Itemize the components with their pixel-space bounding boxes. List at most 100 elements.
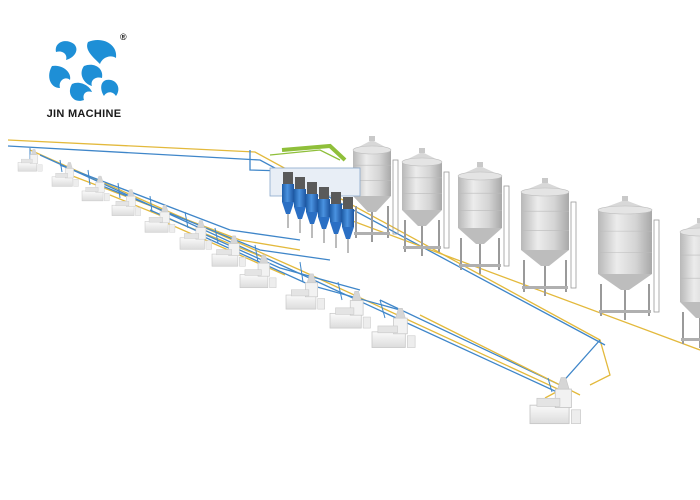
silo-ladder [653, 219, 660, 313]
silo-vent [419, 148, 425, 153]
silo-cone [402, 210, 442, 226]
silo [597, 196, 660, 320]
silo-vent [622, 196, 628, 201]
machine-hopper-cone [395, 308, 406, 319]
silo-rim [401, 157, 443, 167]
silo-cone [598, 274, 652, 290]
pipe-line [269, 149, 341, 161]
machine-side-unit [362, 316, 371, 329]
machine-side-unit [104, 193, 110, 202]
machine-barrel [536, 397, 561, 407]
processing-machine-row [17, 149, 581, 425]
silo [457, 162, 510, 274]
silo-body [598, 210, 652, 274]
machine-side-unit [37, 164, 43, 172]
machine-side-unit [73, 179, 79, 187]
pipe-line [419, 314, 581, 396]
vacuum-hopper [318, 187, 330, 243]
pipe-drop [184, 211, 189, 229]
machine-hopper-cone [127, 189, 135, 197]
machine-hopper-cone [30, 149, 37, 155]
silo [401, 148, 450, 256]
silo-rim [597, 205, 653, 215]
silo-body [458, 176, 502, 228]
silo-body [521, 192, 569, 250]
silo-base-frame [681, 338, 700, 341]
machine-base [529, 404, 570, 425]
pipe-drop [149, 195, 153, 213]
silo-body [402, 162, 442, 210]
machine-barrel [55, 173, 68, 178]
hopper-motor [283, 172, 293, 184]
hopper-cone [294, 207, 306, 219]
pipe-line [7, 145, 606, 346]
pipe-drop [214, 227, 219, 244]
silo-base-frame [403, 246, 441, 249]
silo-base-frame [522, 286, 568, 289]
pipe-line [59, 164, 301, 241]
green-duct [281, 143, 347, 162]
brand-name: JIN MACHINE [46, 108, 122, 120]
pipe-drop [379, 299, 386, 319]
processing-machine [239, 254, 277, 289]
silo-ladder [570, 201, 577, 289]
machine-base [211, 253, 239, 267]
jin-machine-logo-icon [49, 39, 119, 101]
vacuum-hopper [282, 172, 294, 228]
machine-side-unit [571, 409, 581, 424]
silo-ladder [443, 171, 450, 249]
processing-machine [179, 220, 212, 250]
hopper-body [306, 194, 318, 212]
processing-machine [17, 149, 43, 172]
processing-machine [144, 204, 176, 233]
machine-barrel [184, 233, 199, 239]
silo-cone [680, 302, 700, 318]
machine-hopper-cone [306, 273, 317, 283]
machine-side-unit [169, 223, 176, 233]
pipe-drop [59, 159, 63, 173]
machine-hopper-cone [161, 204, 169, 213]
machine-side-unit [205, 240, 212, 250]
processing-machine [51, 162, 79, 187]
silo-group [352, 136, 700, 348]
hopper-motor [331, 192, 341, 204]
silo-rim [352, 145, 392, 155]
silo-base-frame [599, 310, 651, 313]
brand-logo: ® JIN MACHINE [36, 32, 132, 128]
hopper-body [342, 209, 354, 227]
vacuum-hopper-station [269, 143, 361, 253]
hopper-body [282, 184, 294, 202]
silo [520, 178, 577, 296]
silo-ladder [503, 185, 510, 267]
silo-vent [369, 136, 375, 141]
machine-barrel [115, 201, 130, 207]
pipe-drop [254, 244, 259, 263]
silo [679, 218, 700, 348]
silo-cone [458, 228, 502, 244]
silo-vent [697, 218, 700, 223]
machine-hopper-cone [259, 254, 269, 264]
machine-side-unit [239, 256, 246, 267]
hopper-motor [319, 187, 329, 199]
processing-machine [529, 377, 581, 425]
hopper-motor [295, 177, 305, 189]
pipe-drop [337, 281, 343, 301]
hopper-body [330, 204, 342, 222]
silo-rim [457, 171, 503, 181]
hopper-body [294, 189, 306, 207]
machine-base [81, 190, 104, 202]
pipe-line [149, 209, 361, 291]
pipe-line [99, 184, 331, 261]
machine-barrel [377, 325, 398, 334]
machine-base [51, 176, 73, 187]
silo-rim [520, 187, 570, 197]
silo-body [680, 232, 700, 302]
machine-barrel [85, 187, 99, 192]
pipe-drop [87, 169, 91, 186]
machine-barrel [21, 158, 33, 164]
vacuum-hopper [294, 177, 306, 233]
hopper-cone [318, 217, 330, 229]
silo-vent [477, 162, 483, 167]
vacuum-hopper [342, 197, 354, 253]
silo-cone [353, 196, 391, 212]
